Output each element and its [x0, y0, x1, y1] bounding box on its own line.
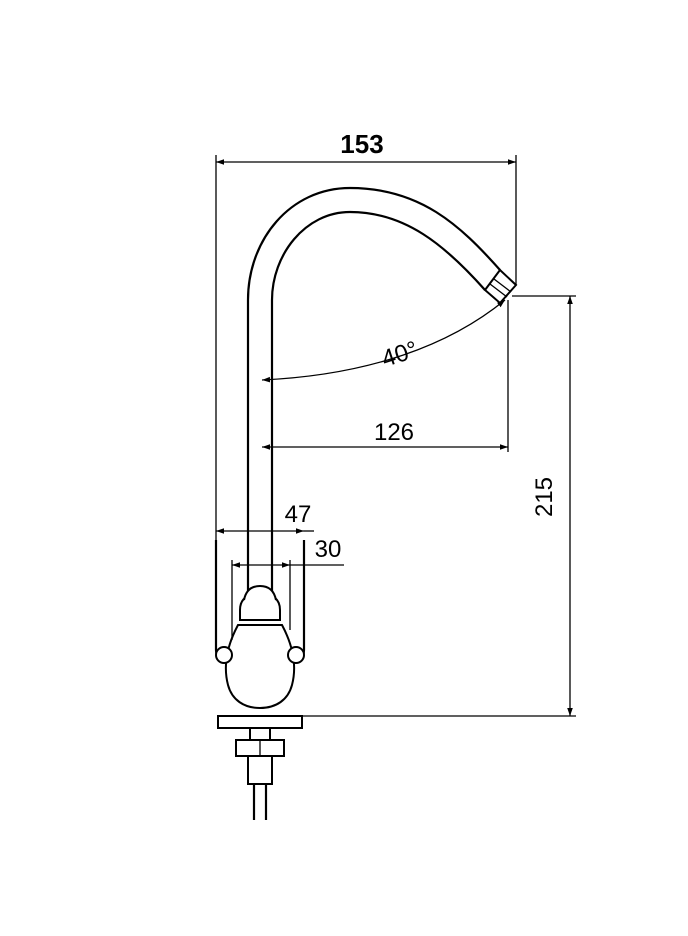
- dim-overall-width: 153: [215, 129, 517, 540]
- spout-inner-edge: [270, 210, 486, 595]
- spout-nozzle: [483, 268, 518, 305]
- spout-outer-edge: [246, 186, 501, 595]
- label-30: 30: [315, 536, 342, 563]
- handle-right: [289, 540, 306, 663]
- dim-spout-angle: 40°: [261, 299, 506, 383]
- faucet-body: [224, 624, 296, 710]
- base-flange: [217, 715, 303, 729]
- nozzle-line-2: [493, 278, 512, 293]
- shank: [249, 727, 271, 741]
- nozzle-line: [489, 283, 508, 298]
- handle-left: [214, 540, 231, 663]
- angle-arc: [261, 299, 506, 383]
- dim-spout-reach: 126: [262, 300, 509, 452]
- label-153: 153: [340, 129, 383, 159]
- label-47: 47: [285, 501, 312, 528]
- dim-body-width: 30: [231, 536, 344, 640]
- dim-handle-width: 47: [216, 501, 314, 534]
- lower-shank: [247, 755, 273, 785]
- dim-overall-height: 215: [302, 295, 576, 717]
- handle-right-knob: [287, 646, 305, 664]
- body-cap: [243, 584, 277, 601]
- label-40deg: 40°: [378, 336, 421, 373]
- label-215: 215: [531, 477, 558, 517]
- label-126: 126: [374, 419, 414, 446]
- handle-left-knob: [215, 646, 233, 664]
- faucet-outline: [214, 186, 518, 820]
